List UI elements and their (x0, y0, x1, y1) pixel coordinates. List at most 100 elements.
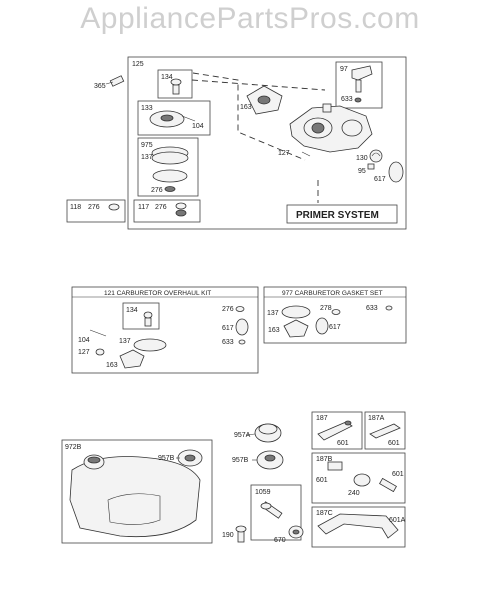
part-975-ring-set[interactable] (151, 146, 189, 192)
overhaul-label-104: 104 (78, 337, 90, 344)
part-187-bracket[interactable] (317, 420, 353, 441)
label-125: 125 (132, 61, 144, 68)
overhaul-label-127: 127 (78, 349, 90, 356)
part-187a-bracket[interactable] (369, 423, 401, 439)
label-133: 133 (141, 105, 153, 112)
gasket-part-633[interactable] (385, 305, 393, 311)
primer-system-group (66, 56, 407, 230)
part-365-screw[interactable] (105, 75, 125, 87)
overhaul-subbox-134[interactable] (122, 302, 160, 330)
label-187a: 187A (368, 415, 385, 422)
leader-957a (245, 433, 256, 436)
gasket-part-617[interactable] (315, 317, 329, 335)
primer-subbox-133[interactable] (137, 100, 211, 136)
label-601-187a: 601 (388, 440, 400, 447)
overhaul-kit-group (71, 286, 259, 374)
overhaul-part-127[interactable] (95, 348, 105, 356)
primer-system-frame (127, 56, 407, 230)
label-633: 633 (341, 96, 353, 103)
part-130-fuel-bowl[interactable] (369, 149, 383, 163)
part-163-gasket[interactable] (246, 85, 283, 115)
part-670-sleeve[interactable] (288, 525, 304, 539)
gasket-label-278: 278 (320, 305, 332, 312)
watermark: AppliancePartsPros.com (80, 2, 420, 35)
primer-subbox-118[interactable] (66, 199, 126, 223)
label-97: 97 (340, 66, 348, 73)
gasket-part-163[interactable] (283, 319, 309, 338)
label-957b-b: 957B (232, 457, 249, 464)
label-118: 118 (70, 204, 81, 211)
label-187c: 187C (316, 510, 333, 517)
part-133-primer-bulb[interactable] (149, 110, 196, 128)
part-1059-bolt[interactable] (260, 501, 283, 519)
label-957b-a: 957B (158, 455, 175, 462)
part-carburetor-body[interactable] (289, 103, 373, 153)
label-104: 104 (192, 123, 204, 130)
overhaul-label-617: 617 (222, 325, 234, 332)
overhaul-part-137[interactable] (133, 338, 167, 352)
part-957b-flywheel-a[interactable] (177, 449, 203, 467)
overhaul-part-633[interactable] (238, 339, 246, 345)
primer-system-title-box (286, 204, 398, 224)
overhaul-kit-frame (71, 286, 259, 374)
overhaul-kit-title: 121 CARBURETOR OVERHAUL KIT (104, 290, 211, 297)
part-134-valve[interactable] (170, 78, 182, 95)
part-187b-link[interactable] (327, 461, 397, 493)
label-187b: 187B (316, 456, 333, 463)
overhaul-part-617[interactable] (235, 318, 249, 336)
gasket-label-137: 137 (267, 310, 279, 317)
subbox-187a[interactable] (364, 411, 406, 450)
gasket-label-163: 163 (268, 327, 280, 334)
overhaul-part-134[interactable] (143, 311, 153, 327)
primer-subbox-134[interactable] (157, 69, 193, 99)
part-97-choke-lever[interactable] (351, 65, 373, 103)
label-276: 276 (151, 187, 163, 194)
part-972b-fuel-tank[interactable] (69, 454, 201, 538)
part-190-screw[interactable] (235, 525, 247, 543)
subbox-187[interactable] (311, 411, 363, 450)
overhaul-label-276: 276 (222, 306, 234, 313)
part-127-pin[interactable] (301, 151, 311, 157)
overhaul-label-163: 163 (106, 362, 118, 369)
primer-subbox-975[interactable] (137, 137, 199, 197)
part-118-276-seal[interactable] (108, 203, 120, 211)
overhaul-label-633: 633 (222, 339, 234, 346)
part-957a-flywheel[interactable] (254, 423, 282, 443)
label-276-118: 276 (88, 204, 100, 211)
primer-system-title: PRIMER SYSTEM (296, 210, 379, 221)
label-163: 163 (240, 104, 252, 111)
subbox-972b[interactable] (61, 439, 213, 544)
overhaul-part-276[interactable] (235, 306, 245, 312)
gasket-set-frame (263, 286, 407, 344)
overhaul-part-104[interactable] (89, 329, 107, 337)
lower-parts-group (61, 411, 406, 548)
label-601-187b-b: 601 (392, 471, 404, 478)
part-617-o-ring[interactable] (388, 161, 404, 183)
part-117-276-assembly[interactable] (175, 202, 187, 217)
label-617: 617 (374, 176, 386, 183)
label-240: 240 (348, 490, 360, 497)
primer-subbox-97[interactable] (335, 61, 383, 109)
part-187c-handle[interactable] (317, 513, 399, 539)
label-957a: 957A (234, 432, 251, 439)
label-670: 670 (274, 537, 286, 544)
subbox-1059[interactable] (250, 484, 302, 541)
primer-dashed-leader-a (192, 72, 306, 161)
label-276-117: 276 (155, 204, 167, 211)
gasket-part-278[interactable] (331, 309, 341, 315)
subbox-187b[interactable] (311, 452, 406, 504)
gasket-part-137[interactable] (281, 305, 311, 319)
subbox-187c[interactable] (311, 506, 406, 548)
label-127: 127 (278, 150, 290, 157)
overhaul-part-163[interactable] (119, 349, 145, 369)
label-601a: 601A (389, 517, 406, 524)
part-957b-flywheel-b[interactable] (256, 450, 284, 470)
primer-dashed-leader-b (191, 79, 326, 91)
overhaul-label-137: 137 (119, 338, 131, 345)
gasket-set-title: 977 CARBURETOR GASKET SET (282, 290, 383, 297)
part-95-screw[interactable] (367, 163, 375, 170)
gasket-label-633: 633 (366, 305, 378, 312)
label-601-187b-a: 601 (316, 477, 328, 484)
label-601-187: 601 (337, 440, 349, 447)
primer-subbox-117[interactable] (133, 199, 201, 223)
